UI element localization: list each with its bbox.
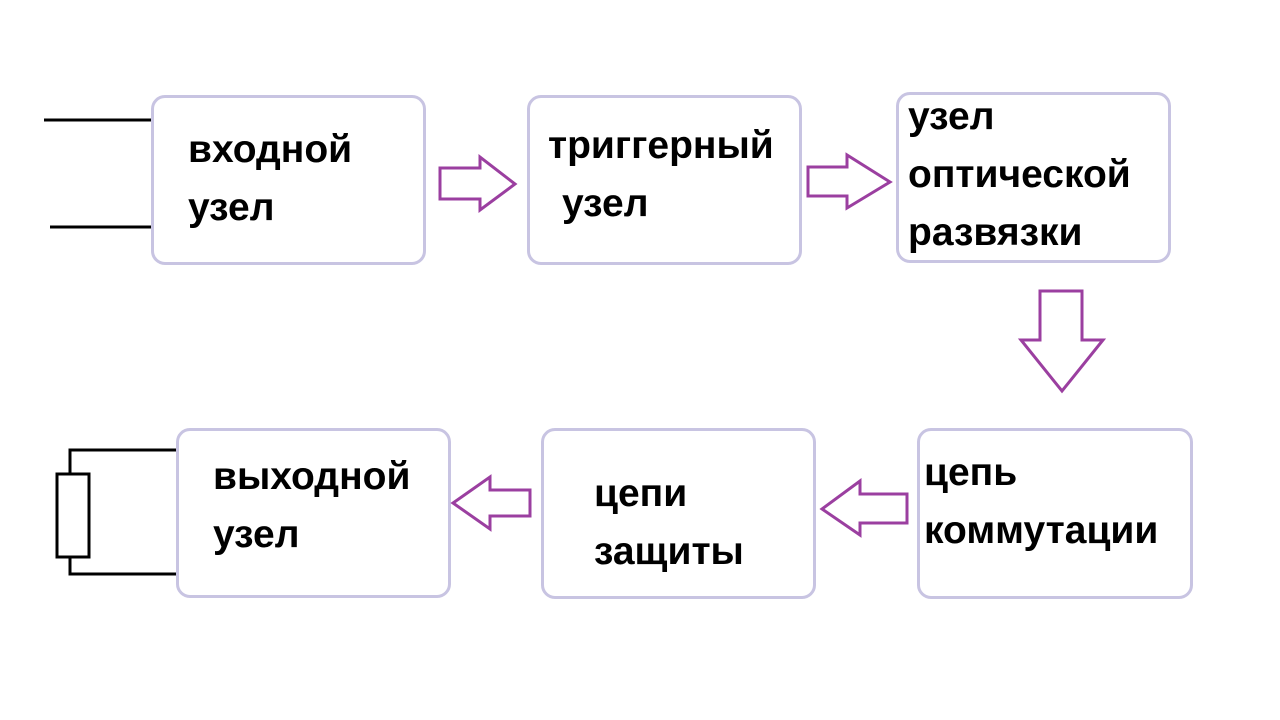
trigger-node-block [527,95,802,265]
input-node-label: входной узел [188,121,352,237]
protection-circuits-label-line-1: цепи [594,472,688,515]
output-node-label: выходной узел [213,448,410,564]
optical-isolation-node-label-line-3: развязки [908,211,1083,254]
output-node-block [176,428,451,598]
output-node-label-line-1: выходной [213,455,411,498]
output-load-resistor-icon [55,448,176,576]
arrow-trigger-to-optical [806,152,893,211]
optical-isolation-node-label-line-1: узел [908,95,995,138]
switching-circuit-label-line-2: коммутации [924,509,1159,552]
arrow-optical-to-switching [1017,289,1107,394]
switching-circuit-block [917,428,1193,599]
trigger-node-label: триггерный узел [548,117,774,233]
optical-isolation-node-block [896,92,1171,263]
protection-circuits-label-line-2: защиты [594,530,744,573]
trigger-node-label-line-2: узел [562,182,649,225]
input-node-block [151,95,426,265]
protection-circuits-label: цепи защиты [594,465,744,581]
optical-isolation-node-label-line-2: оптической [908,153,1131,196]
arrow-protection-to-output [450,474,532,532]
output-node-label-line-2: узел [213,513,300,556]
switching-circuit-label: цепь коммутации [924,444,1158,560]
protection-circuits-block [541,428,816,599]
switching-circuit-label-line-1: цепь [924,451,1018,494]
input-node-label-line-2: узел [188,186,275,229]
trigger-node-label-line-1: триггерный [548,124,774,167]
optical-isolation-node-label: узел оптической развязки [908,88,1131,262]
arrow-switching-to-protection [819,478,909,538]
input-node-label-line-1: входной [188,128,353,171]
arrow-input-to-trigger [438,153,518,213]
